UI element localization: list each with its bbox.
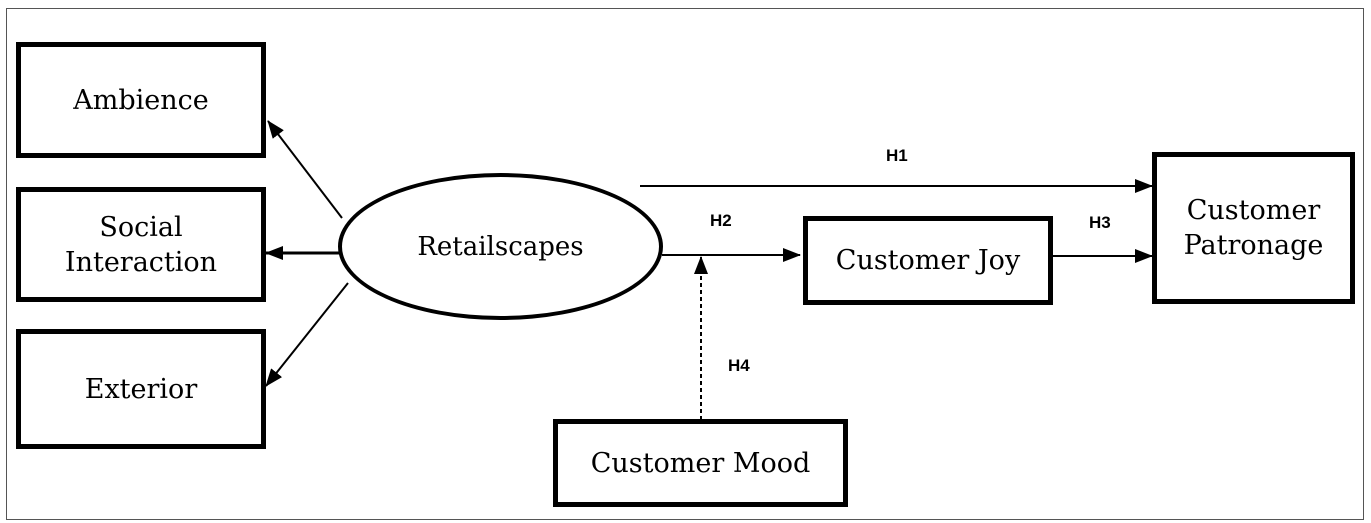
customer-patronage-box: Customer Patronage [1152,152,1355,304]
customer-patronage-label-line1: Customer [1186,195,1321,226]
social-interaction-label-line2: Interaction [64,246,218,278]
exterior-box: Exterior [16,329,266,449]
hypothesis-h2-label: H2 [710,211,732,230]
arrow-retailscapes-to-ambience [267,120,343,219]
hypothesis-h1-label: H1 [886,146,908,165]
retailscapes-label: Retailscapes [417,231,584,262]
diagram-frame [6,8,1364,520]
exterior-label: Exterior [84,373,198,405]
customer-mood-label: Customer Mood [590,447,811,479]
social-interaction-label-line1: Social [99,211,183,243]
customer-joy-label: Customer Joy [835,245,1021,276]
customer-patronage-label-line2: Patronage [1183,230,1324,261]
ambience-label: Ambience [73,84,209,116]
social-interaction-box: Social Interaction [16,187,266,302]
hypothesis-h4-label: H4 [728,356,750,375]
hypothesis-h3-label: H3 [1089,213,1111,232]
ambience-box: Ambience [16,42,266,158]
arrow-retailscapes-to-exterior [265,282,349,387]
retailscapes-ellipse: Retailscapes [338,173,663,320]
customer-joy-box: Customer Joy [803,216,1053,305]
customer-mood-box: Customer Mood [553,419,848,507]
